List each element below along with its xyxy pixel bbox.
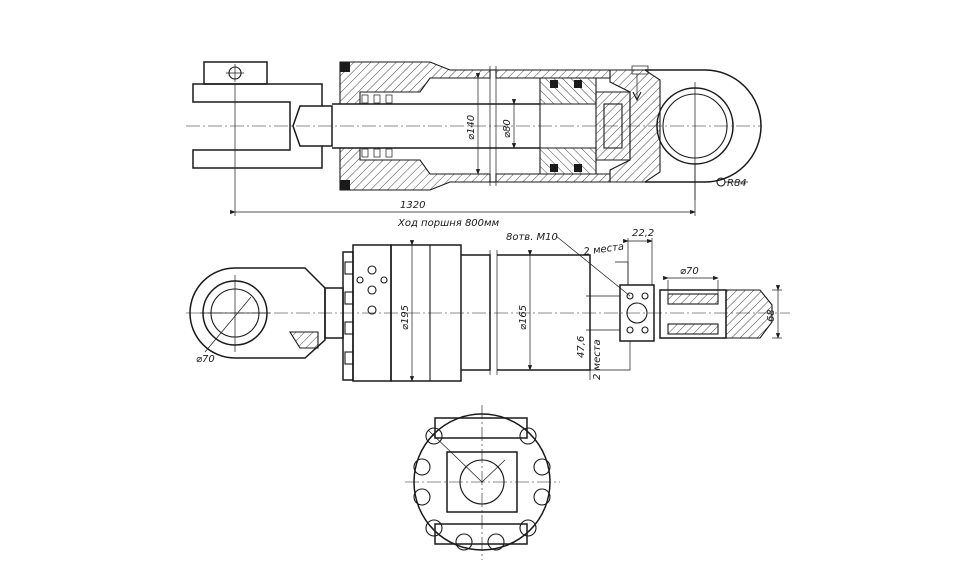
dim-eye-bore: ⌀70 xyxy=(680,266,699,277)
dim-places-1: 2 места xyxy=(583,241,625,258)
dim-holes: 8отв. М10 xyxy=(506,232,558,243)
dim-places-2: 2 места xyxy=(592,339,603,380)
dim-eye-width: 68 xyxy=(766,309,777,322)
dim-cylinder-diameter: ⌀195 xyxy=(400,305,411,330)
clevis xyxy=(192,61,333,169)
right-eye-section: ⌀70 68 xyxy=(659,266,782,339)
piston-rod xyxy=(332,103,540,149)
dim-tube-diameter: ⌀165 xyxy=(518,305,529,330)
top-section-view: ⌀140 ⌀80 R84 1320 Ход поршня 800мм xyxy=(186,61,762,229)
rear-cap-eye xyxy=(609,65,762,200)
top-dimensions: ⌀140 ⌀80 R84 1320 Ход поршня 800мм xyxy=(230,73,747,229)
left-eye: ⌀70 xyxy=(189,267,326,365)
head-block xyxy=(324,244,392,382)
cylinder-tube xyxy=(489,66,611,186)
dim-pin-diameter: ⌀70 xyxy=(196,354,215,365)
dim-eye-radius: R84 xyxy=(727,178,747,189)
dim-hole-offset: 22,2 xyxy=(632,228,654,239)
side-view: ⌀70 ⌀195 xyxy=(186,228,790,382)
cylinder-body: ⌀195 ⌀165 xyxy=(390,240,591,382)
dim-hole-spacing: 47,6 xyxy=(576,336,587,358)
dim-bore-diameter: ⌀80 xyxy=(502,119,513,138)
dim-total-length: 1320 xyxy=(400,200,425,211)
dim-stroke: Ход поршня 800мм xyxy=(397,218,500,229)
end-view xyxy=(405,405,560,560)
dim-rod-diameter: ⌀140 xyxy=(466,115,477,140)
piston xyxy=(539,77,631,175)
